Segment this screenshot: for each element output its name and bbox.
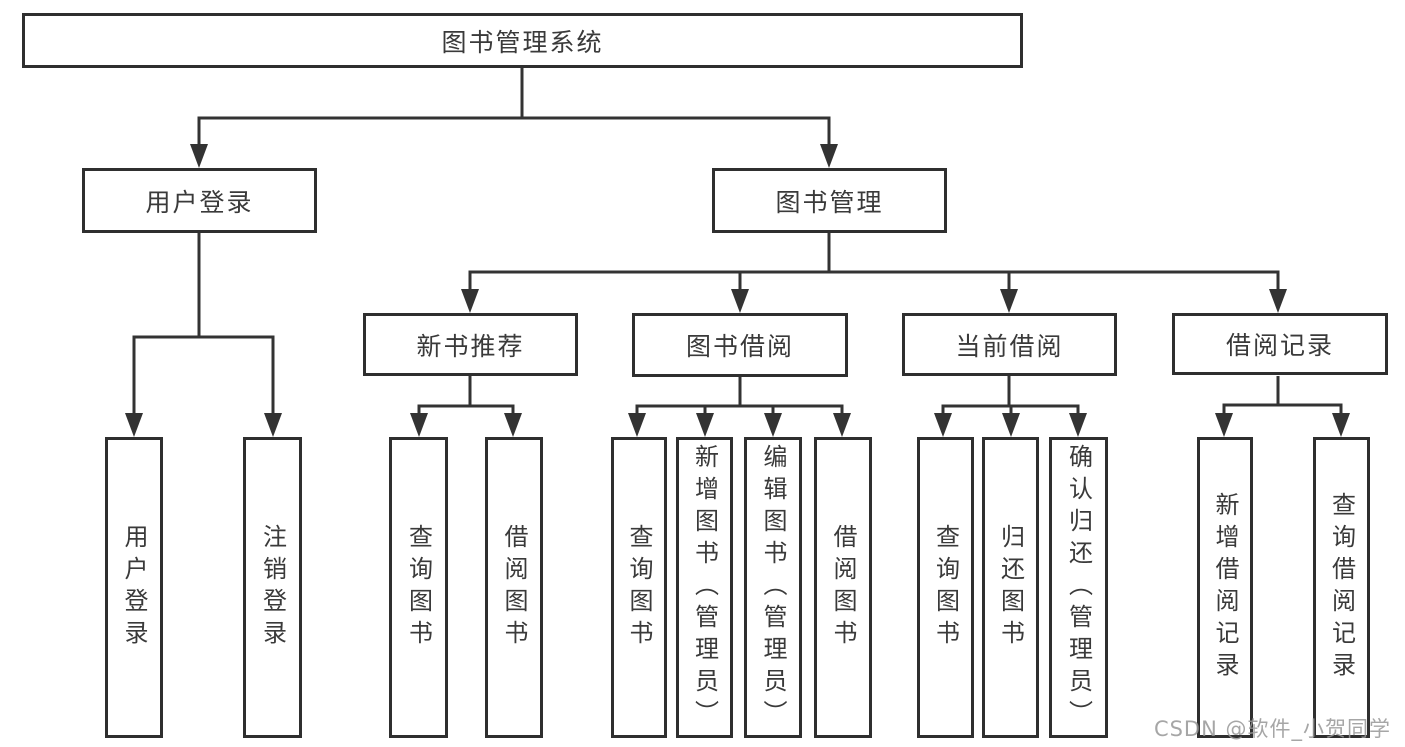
node-label: 用户登录: [145, 187, 254, 217]
node-user-login: 用户登录: [82, 168, 317, 233]
leaf-borrow-book-2: 借阅图书: [814, 437, 872, 738]
node-label: 查询图书: [404, 523, 433, 652]
leaf-query-borrow-record: 查询借阅记录: [1313, 437, 1370, 738]
node-label: 借阅图书: [500, 523, 528, 652]
node-book-management: 图书管理: [712, 168, 947, 233]
node-label: 注销登录: [258, 523, 287, 652]
node-label: 编辑图书（管理员）: [759, 443, 787, 732]
leaf-add-borrow-record: 新增借阅记录: [1197, 437, 1253, 738]
node-label: 图书管理: [775, 187, 884, 217]
node-label: 归还图书: [996, 523, 1025, 652]
node-book-borrow: 图书借阅: [632, 313, 848, 377]
node-borrow-records: 借阅记录: [1172, 313, 1388, 375]
node-label: 图书借阅: [685, 332, 794, 361]
node-root: 图书管理系统: [22, 13, 1023, 68]
node-label: 用户登录: [120, 523, 148, 652]
node-label: 查询借阅记录: [1327, 491, 1356, 684]
arrow-down-icons: [125, 144, 1350, 437]
leaf-add-book-admin: 新增图书（管理员）: [676, 437, 733, 738]
leaf-borrow-book-1: 借阅图书: [485, 437, 543, 738]
node-label: 新增借阅记录: [1211, 491, 1239, 684]
node-new-book-recommend: 新书推荐: [363, 313, 578, 376]
node-label: 借阅图书: [829, 523, 857, 652]
node-label: 查询图书: [931, 523, 960, 652]
leaf-user-login: 用户登录: [105, 437, 163, 738]
leaf-query-book-2: 查询图书: [611, 437, 667, 738]
node-label: 图书管理系统: [441, 27, 604, 57]
node-current-borrow: 当前借阅: [902, 313, 1117, 376]
leaf-return-book: 归还图书: [982, 437, 1039, 738]
leaf-edit-book-admin: 编辑图书（管理员）: [744, 437, 802, 738]
node-label: 当前借阅: [955, 331, 1064, 361]
node-label: 查询图书: [625, 523, 653, 652]
node-label: 新增图书（管理员）: [690, 443, 719, 732]
watermark: CSDN @软件_小贺同学: [1153, 717, 1391, 741]
node-label: 确认归还（管理员）: [1064, 443, 1093, 732]
leaf-logout: 注销登录: [243, 437, 302, 738]
leaf-query-book-3: 查询图书: [917, 437, 974, 738]
node-label: 借阅记录: [1225, 331, 1334, 360]
leaf-confirm-return-admin: 确认归还（管理员）: [1049, 437, 1108, 738]
leaf-query-book-1: 查询图书: [389, 437, 448, 738]
node-label: 新书推荐: [416, 331, 525, 361]
